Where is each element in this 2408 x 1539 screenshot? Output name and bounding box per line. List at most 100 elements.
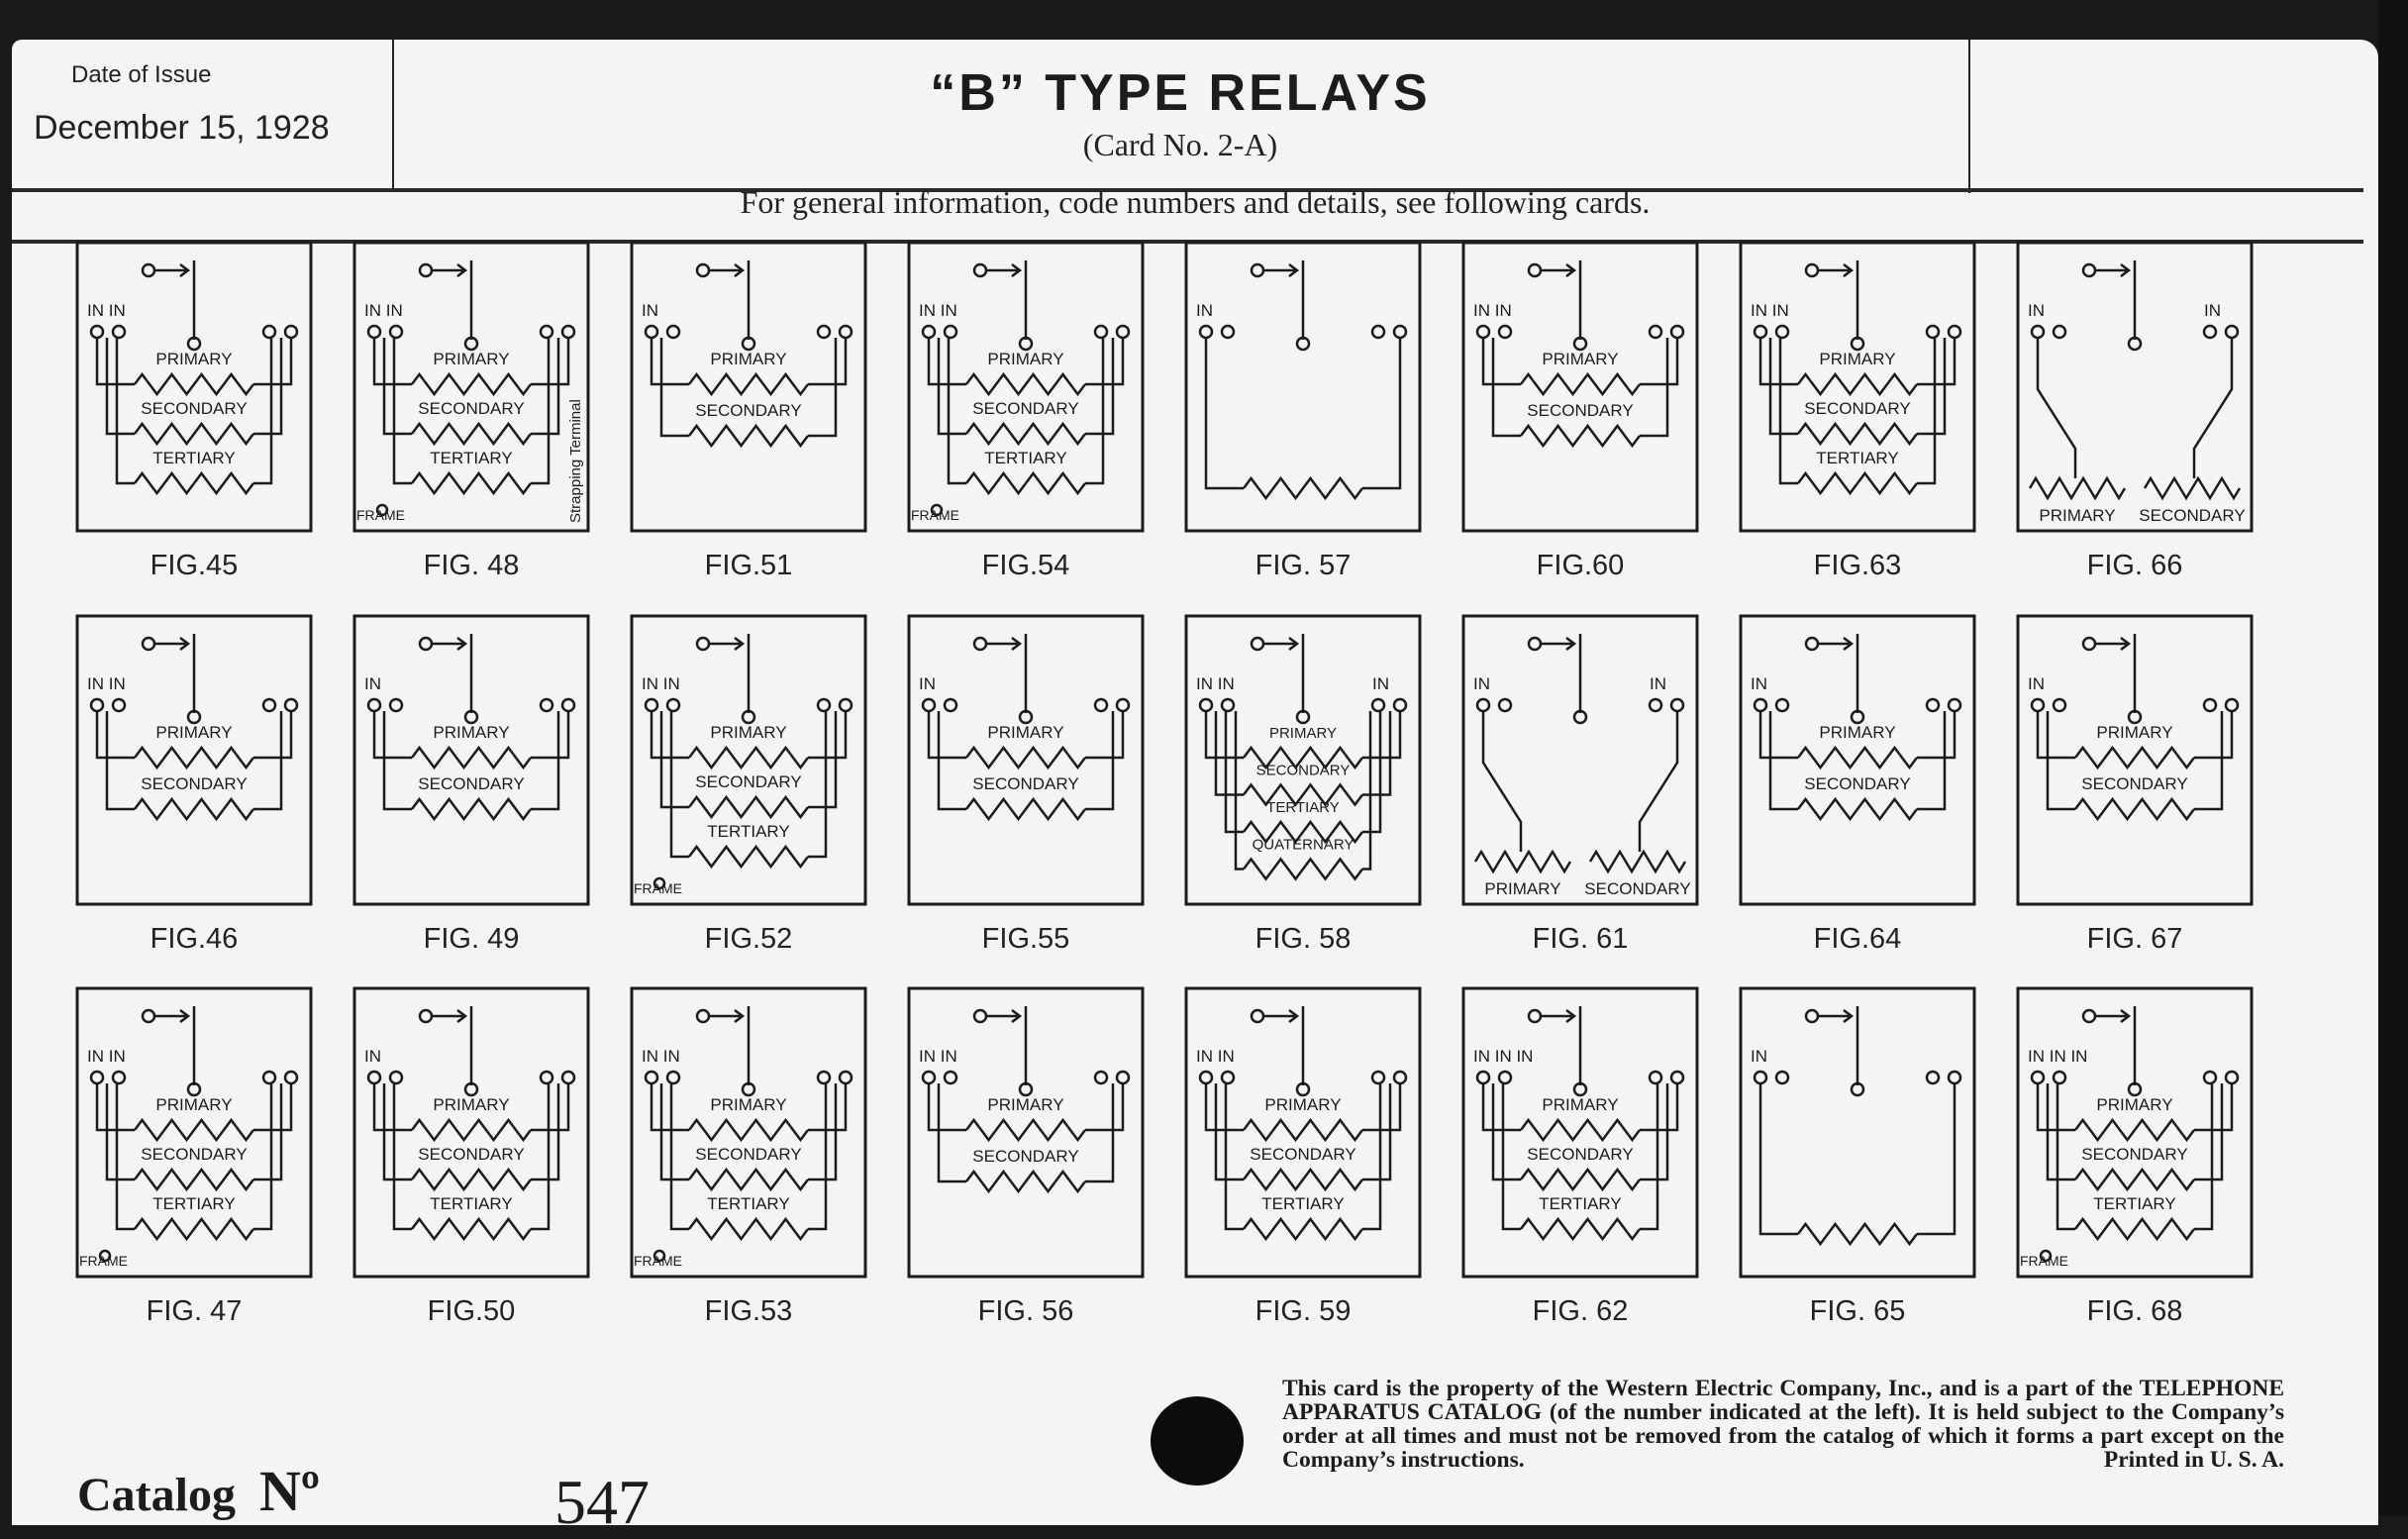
figure-number: FIG. 59 bbox=[1254, 1295, 1352, 1327]
winding-label: SECONDARY bbox=[141, 1145, 247, 1164]
figure-number: FIG. 49 bbox=[423, 923, 520, 955]
relay-figure: IN IN IN PRIMARY SECONDARY TERTIARY FIG. 62 bbox=[1461, 986, 1699, 1327]
winding-label: PRIMARY bbox=[433, 723, 509, 742]
wiring-diagram: IN bbox=[1739, 986, 1976, 1279]
figure-number: FIG.46 bbox=[150, 923, 239, 955]
in-label: IN IN bbox=[1196, 1047, 1235, 1066]
winding-label: PRIMARY bbox=[155, 350, 232, 368]
frame-label: FRAME bbox=[79, 1253, 128, 1269]
in-label: IN IN bbox=[1196, 674, 1235, 693]
winding-label: PRIMARY bbox=[710, 723, 786, 742]
in-label: IN IN bbox=[642, 1047, 680, 1066]
winding-label: SECONDARY bbox=[1527, 1145, 1633, 1164]
wiring-diagram: IN IN PRIMARY SECONDARY TERTIARY FRAME bbox=[75, 986, 313, 1279]
figure-number: FIG.64 bbox=[1813, 923, 1902, 955]
figure-number: FIG.60 bbox=[1536, 550, 1625, 581]
figure-number: FIG.52 bbox=[704, 923, 793, 955]
winding-label: PRIMARY bbox=[710, 350, 786, 368]
in-label-right: IN bbox=[1372, 674, 1389, 693]
winding-label: TERTIARY bbox=[1266, 799, 1340, 816]
date-of-issue: December 15, 1928 bbox=[34, 109, 330, 147]
winding-label: SECONDARY bbox=[972, 399, 1078, 418]
winding-label: SECONDARY bbox=[1250, 1145, 1355, 1164]
info-line: For general information, code numbers an… bbox=[740, 184, 1651, 220]
in-label: IN IN bbox=[364, 301, 403, 320]
frame-label: FRAME bbox=[634, 880, 682, 896]
in-label: IN IN bbox=[642, 674, 680, 693]
header-rule bbox=[12, 188, 2363, 192]
winding-label: PRIMARY bbox=[155, 723, 232, 742]
figure-number: FIG. 62 bbox=[1532, 1295, 1629, 1327]
relay-figure: IN FIG. 65 bbox=[1739, 986, 1976, 1327]
figure-number: FIG. 65 bbox=[1809, 1295, 1906, 1327]
winding-label: TERTIARY bbox=[707, 822, 789, 841]
winding-label: SECONDARY bbox=[1527, 401, 1633, 420]
in-label: IN bbox=[1751, 1047, 1767, 1066]
in-label: IN bbox=[364, 674, 381, 693]
winding-label: QUATERNARY bbox=[1253, 837, 1354, 854]
winding-label: PRIMARY bbox=[2039, 506, 2115, 525]
in-label: IN bbox=[2028, 674, 2045, 693]
relay-figure: IN IN PRIMARY SECONDARY TERTIARY FRAME FIG. 4… bbox=[75, 986, 313, 1327]
in-label: IN IN bbox=[87, 1047, 126, 1066]
winding-label: TERTIARY bbox=[430, 449, 512, 467]
winding-label: TERTIARY bbox=[430, 1194, 512, 1213]
figure-number: FIG. 58 bbox=[1254, 923, 1352, 955]
winding-label: PRIMARY bbox=[1542, 350, 1618, 368]
number-sign: Nº bbox=[258, 1459, 321, 1523]
winding-label: PRIMARY bbox=[2096, 723, 2172, 742]
winding-label: PRIMARY bbox=[155, 1095, 232, 1114]
legal-notice: This card is the property of the Western… bbox=[1282, 1377, 2284, 1472]
in-label-right: IN bbox=[2204, 301, 2221, 320]
winding-label: TERTIARY bbox=[707, 1194, 789, 1213]
winding-label: PRIMARY bbox=[2096, 1095, 2172, 1114]
winding-label: SECONDARY bbox=[1584, 879, 1690, 898]
in-label: IN bbox=[642, 301, 658, 320]
winding-label: TERTIARY bbox=[2093, 1194, 2175, 1213]
winding-label: TERTIARY bbox=[1816, 449, 1898, 467]
winding-label: SECONDARY bbox=[418, 774, 524, 793]
wiring-diagram: IN bbox=[1184, 241, 1422, 533]
winding-label: TERTIARY bbox=[152, 1194, 235, 1213]
frame-label: FRAME bbox=[356, 507, 405, 523]
card-number: (Card No. 2-A) bbox=[1082, 127, 1278, 162]
date-of-issue-label: Date of Issue bbox=[71, 61, 212, 88]
relay-figure: IN PRIMARY SECONDARY FIG. 49 bbox=[352, 614, 590, 955]
in-label: IN IN IN bbox=[1473, 1047, 1533, 1066]
header-divider-left bbox=[392, 40, 394, 188]
strapping-terminal-label: Strapping Terminal bbox=[567, 399, 584, 523]
frame-label: FRAME bbox=[634, 1253, 682, 1269]
winding-label: SECONDARY bbox=[141, 399, 247, 418]
header-divider-right bbox=[1968, 40, 1970, 193]
winding-label: TERTIARY bbox=[984, 449, 1066, 467]
wiring-diagram: IN PRIMARY SECONDARY bbox=[2016, 614, 2254, 906]
winding-label: SECONDARY bbox=[972, 774, 1078, 793]
winding-label: TERTIARY bbox=[1539, 1194, 1621, 1213]
figure-number: FIG. 47 bbox=[146, 1295, 243, 1327]
printed-in: Printed in U. S. A. bbox=[2103, 1447, 2284, 1473]
winding-label: PRIMARY bbox=[1542, 1095, 1618, 1114]
frame-label: FRAME bbox=[2020, 1253, 2068, 1269]
catalog-word: Catalog bbox=[77, 1469, 236, 1521]
winding-label: SECONDARY bbox=[418, 1145, 524, 1164]
winding-label: SECONDARY bbox=[2081, 774, 2187, 793]
in-label: IN bbox=[1751, 674, 1767, 693]
figure-number: FIG.50 bbox=[427, 1295, 516, 1327]
scan-edge bbox=[2378, 0, 2408, 1515]
